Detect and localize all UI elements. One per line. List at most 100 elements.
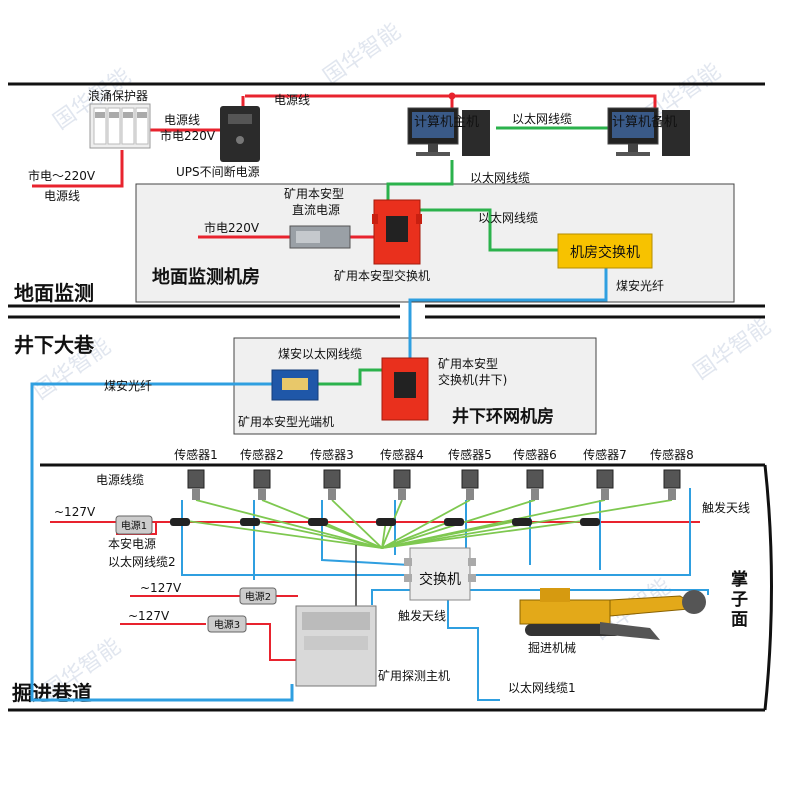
room-switch: [557, 233, 653, 269]
mains-220-room-label: 市电220V: [204, 220, 260, 235]
mining-machine: [519, 588, 706, 640]
eth1-label: 以太网线缆1: [508, 680, 576, 695]
face-char-1: 掌: [731, 569, 748, 590]
sensor-body: [663, 469, 681, 489]
face-char-2: 子: [731, 590, 748, 610]
ups-label: UPS不间断电源: [176, 164, 260, 179]
fiber-label-top: 煤安光纤: [616, 278, 664, 293]
surface-room-label: 地面监测机房: [152, 266, 260, 288]
trigger-label-host: 触发天线: [398, 608, 446, 623]
ethernet-cable: [420, 208, 558, 252]
sensor-label: 传感器2: [240, 447, 284, 462]
power-cable-label: 电源线缆: [96, 473, 144, 487]
power-junction: [448, 92, 456, 100]
eth2-label: 以太网线缆2: [108, 554, 176, 569]
sensor-body: [187, 469, 205, 489]
inner-switch: [404, 547, 476, 601]
coal-ethernet-cable: [318, 368, 382, 386]
host-label: 矿用探测主机: [378, 669, 450, 683]
v127-label-3: ~127V: [128, 609, 170, 623]
sensor-label: 传感器4: [380, 447, 424, 462]
ups-unit: [220, 106, 260, 162]
trigger-label-right: 触发天线: [702, 500, 750, 515]
machine-label: 掘进机械: [528, 640, 576, 655]
sensor-probe: [192, 488, 200, 500]
v127-label-1: ~127V: [54, 505, 96, 519]
sensor-base: [512, 518, 532, 526]
pc-backup: [607, 107, 690, 156]
sensor-probe: [398, 488, 406, 500]
sensor-label: 传感器5: [448, 447, 492, 462]
sensor-body: [323, 469, 341, 489]
sensor-probe: [258, 488, 266, 500]
intrinsic-psu-box-label: 电源1: [121, 519, 147, 532]
sensor-probe: [668, 488, 676, 500]
sensor-probe: [328, 488, 336, 500]
sensor-body: [526, 469, 544, 489]
sensor-body: [461, 469, 479, 489]
ethernet-label-room: 以太网线缆: [478, 210, 538, 225]
sensor-label: 传感器6: [513, 447, 557, 462]
power-cable: [32, 150, 124, 188]
zone-face-label: 掌 子 面: [731, 569, 754, 630]
face-char-3: 面: [731, 610, 748, 630]
v127-cable: [246, 623, 298, 661]
zone-shaft-label: 井下大巷: [14, 333, 95, 357]
mine-switch-underground: [381, 357, 429, 421]
power-cable: [245, 94, 657, 108]
watermark: 国华智能: [689, 314, 775, 385]
intrinsic-psu-label: 本安电源: [108, 536, 156, 551]
watermark: 国华智能: [319, 19, 405, 90]
pc-main: [407, 107, 490, 156]
sensor-base: [170, 518, 190, 526]
ethernet-label-mid: 以太网线缆: [470, 170, 530, 185]
mine-switch-label: 矿用本安型交换机: [334, 268, 430, 283]
mains-220-label: 市电220V: [160, 128, 216, 143]
ring-room-label: 井下环网机房: [452, 406, 554, 427]
psu2-box: [239, 587, 277, 605]
intrinsic-psu-box: [115, 515, 153, 535]
fiber-cable: [408, 268, 608, 358]
power-line-label: 电源线: [164, 113, 200, 127]
coal-eth-label: 煤安以太网线缆: [278, 346, 362, 361]
eth1-cable: [447, 600, 500, 701]
sensor-base: [308, 518, 328, 526]
sensor-probe: [531, 488, 539, 500]
sensor-label: 传感器3: [310, 447, 354, 462]
pc-backup-label: 计算机备机: [612, 114, 677, 130]
psu3-box: [207, 615, 247, 633]
sensor-probe: [601, 488, 609, 500]
power-line-label-top: 电源线: [274, 93, 310, 107]
sensor-probe: [466, 488, 474, 500]
ethernet-label-top: 以太网线缆: [512, 111, 572, 126]
dc-power-unit: [289, 225, 351, 249]
sensor-base: [240, 518, 260, 526]
labels: 浪涌保护器 电源线 市电220V 电源线 UPS不间断电源 市电～220V 电源…: [28, 88, 750, 695]
sensor-label: 传感器8: [650, 447, 694, 462]
psu3-box-label: 电源3: [214, 618, 240, 631]
sensor-body: [596, 469, 614, 489]
surge-protector: [89, 103, 151, 149]
fiber-cable: [30, 382, 294, 702]
pc-main-label: 计算机主机: [414, 115, 479, 130]
switch-ug-label-2: 交换机(井下): [438, 372, 507, 387]
sensor-label: 传感器1: [174, 447, 218, 462]
zone-surface-label: 地面监测: [14, 281, 94, 305]
eth-cable: [371, 589, 410, 605]
sensor-base: [376, 518, 396, 526]
sensor-body: [253, 469, 271, 489]
face-boundary: [763, 464, 773, 711]
v127-label-2: ~127V: [140, 581, 182, 595]
eth-cable: [470, 488, 691, 576]
inner-switch-label: 交换机: [419, 571, 461, 588]
mains-tilde-label: 市电～220V: [28, 168, 96, 183]
sensor-base: [444, 518, 464, 526]
sensor-base: [580, 518, 600, 526]
power-line-label-bottom: 电源线: [44, 189, 80, 203]
ethernet-cable: [386, 160, 454, 200]
fiber-label-left: 煤安光纤: [104, 378, 152, 393]
dc-power-label-1: 矿用本安型: [284, 186, 344, 201]
sensor-body: [393, 469, 411, 489]
